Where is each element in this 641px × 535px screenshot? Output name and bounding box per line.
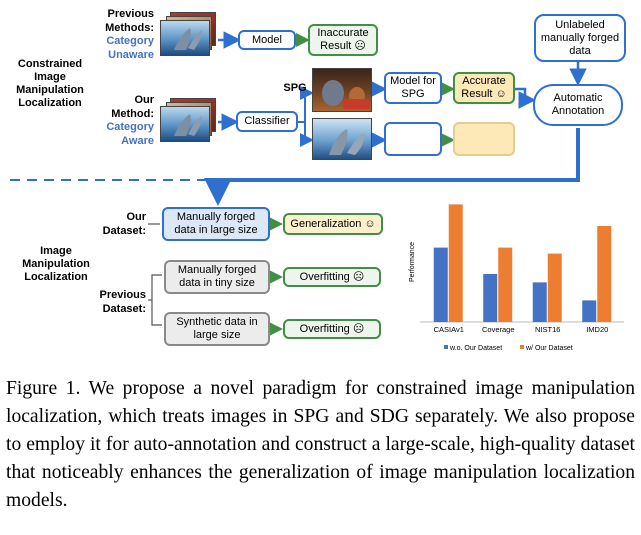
classifier-box: Classifier	[236, 111, 298, 132]
tick-label-imd20: IMD20	[586, 325, 608, 334]
connector-layer	[10, 31, 587, 336]
bar-without-coverage	[483, 274, 498, 322]
label-our-dataset: Our Dataset:	[102, 211, 146, 237]
sdg-result-box	[453, 122, 515, 156]
figure-caption: Figure 1. We propose a novel paradigm fo…	[6, 378, 635, 511]
model-box: Model	[238, 30, 296, 50]
inaccurate-result-box: Inaccurate Result ☹	[308, 24, 378, 56]
label-constrained-iml: Constrained Image Manipulation Localizat…	[16, 58, 84, 109]
label-our-method: Our Method: Category Aware	[106, 94, 154, 147]
dolphin-icon	[174, 28, 202, 50]
model-spg-box: Model for SPG	[384, 72, 442, 104]
bar-with-nist16	[547, 253, 562, 322]
bar-with-coverage	[498, 247, 513, 322]
dolphin-icon	[329, 129, 365, 155]
manual-tiny-box: Manually forged data in tiny size	[164, 260, 270, 294]
overfitting-box-1: Overfitting ☹	[283, 267, 381, 287]
bar-with-casiav1	[448, 204, 463, 322]
accurate-result-box: Accurate Result ☺	[453, 72, 515, 104]
legend-label-0: w.o. Our Dataset	[449, 345, 502, 352]
overfitting-box-2: Overfitting ☹	[283, 319, 381, 339]
generalization-box: Generalization ☺	[283, 213, 383, 235]
label-iml: Image Manipulation Localization	[22, 245, 90, 283]
arrow-classifier-to-sdg	[300, 122, 314, 147]
image-stack-our	[160, 98, 216, 142]
arrow-classifier-to-spg	[298, 86, 314, 123]
synthetic-large-box: Synthetic data in large size	[164, 312, 270, 346]
model-sdg-box	[384, 122, 442, 156]
dolphin-icon	[174, 114, 202, 136]
unlabeled-data-box: Unlabeled manually forged data	[534, 14, 626, 62]
tick-label-nist16: NIST16	[535, 325, 560, 334]
sdg-image	[312, 118, 372, 160]
y-axis-label: Performance	[409, 242, 416, 282]
bar-without-imd20	[582, 300, 597, 322]
legend-swatch-0	[444, 345, 448, 349]
label-previous-dataset: Previous Dataset:	[99, 289, 146, 315]
tick-label-coverage: Coverage	[482, 325, 515, 334]
legend-swatch-1	[520, 345, 524, 349]
bar-without-nist16	[532, 282, 547, 322]
automatic-annotation-box: Automatic Annotation	[533, 84, 623, 126]
performance-bar-chart: Performance CASIAv1 Coverage NIST16 IMD20 w.…	[409, 204, 624, 352]
tick-label-casiav1: CASIAv1	[434, 325, 464, 334]
label-previous-methods: Previous Methods: Category Unaware	[105, 8, 154, 61]
manual-large-box: Manually forged data in large size	[162, 207, 270, 241]
bar-without-casiav1	[433, 247, 448, 322]
bar-with-imd20	[597, 226, 612, 322]
image-stack-previous	[160, 12, 216, 56]
arrow-annotation-to-dataset	[204, 128, 580, 206]
spg-label: SPG	[283, 82, 307, 94]
spg-image	[312, 68, 372, 112]
cartoon-cat-icon	[322, 80, 369, 109]
legend-label-1: w/ Our Dataset	[525, 345, 573, 352]
arrow-accurate-to-annotation	[515, 87, 536, 109]
